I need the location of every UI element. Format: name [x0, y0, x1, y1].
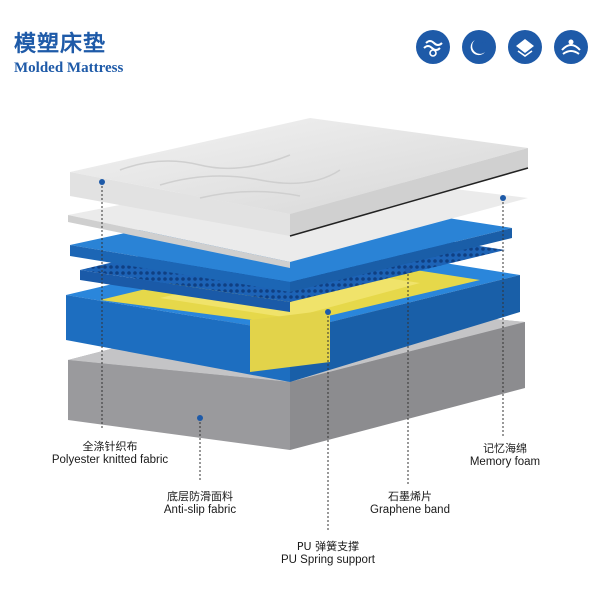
top-fabric-layer: [70, 118, 529, 237]
label-polyester-fabric: 全涤针织布 Polyester knitted fabric: [51, 440, 169, 466]
label-anti-slip-fabric: 底层防滑面料 Anti-slip fabric: [163, 490, 237, 516]
sleep-icon: zz: [462, 30, 496, 64]
label-pu-spring: PU 弹簧支撑 PU Spring support: [281, 540, 375, 566]
title-english: Molded Mattress: [14, 60, 124, 76]
leader-lines: [101, 182, 504, 530]
comfort-icon: [554, 30, 588, 64]
label-graphene-band: 石墨烯片 Graphene band: [370, 490, 450, 516]
title-chinese: 模塑床垫: [14, 32, 107, 57]
leader-dots: [99, 179, 506, 421]
header: 模塑床垫 Molded Mattress: [14, 26, 123, 77]
feature-icons: zz: [416, 30, 588, 64]
label-memory-foam: 记忆海绵 Memory foam: [469, 442, 541, 468]
breathable-icon: [416, 30, 450, 64]
svg-text:zz: zz: [480, 40, 486, 47]
support-icon: [508, 30, 542, 64]
